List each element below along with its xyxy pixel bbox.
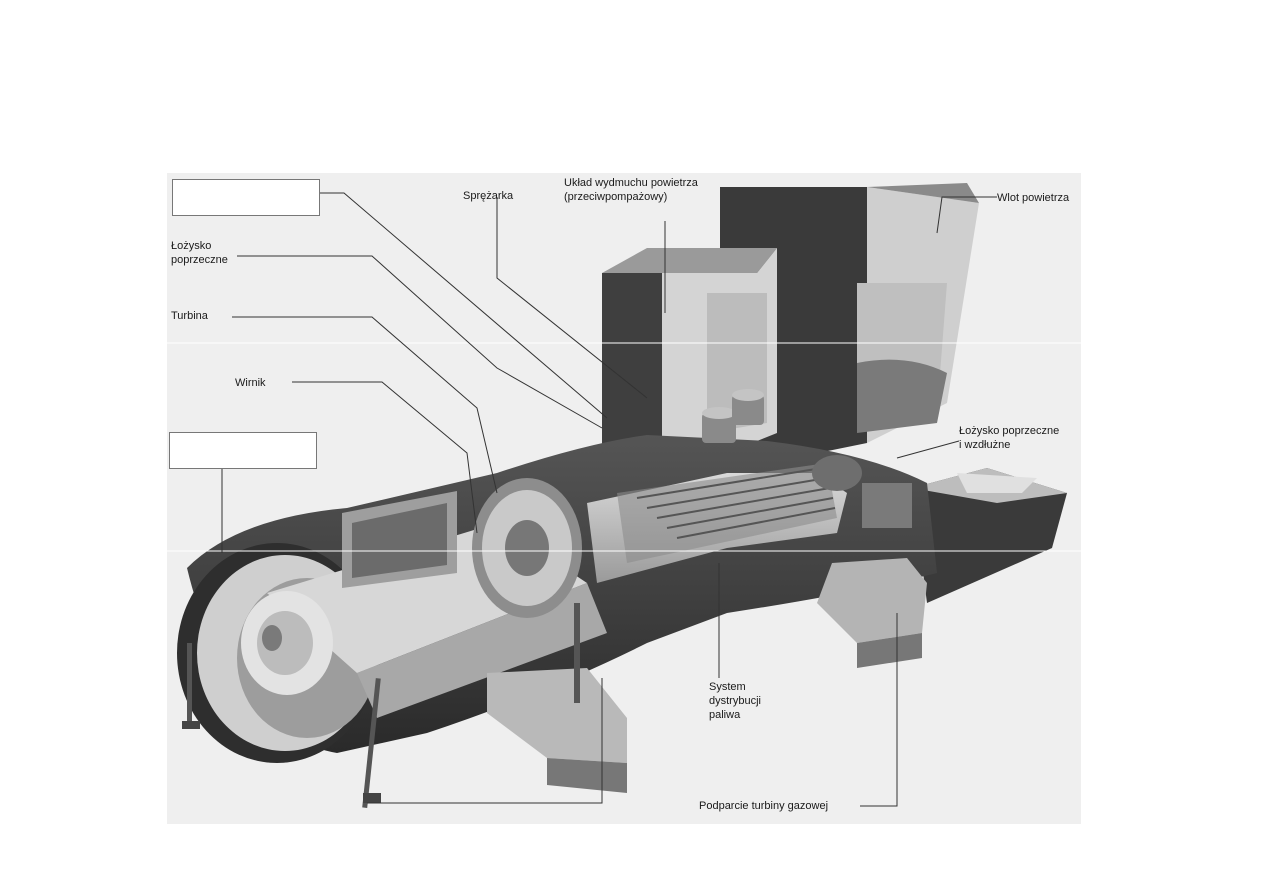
blank-label-box-top [172,179,320,216]
turbine-illustration [167,183,1081,808]
label-rotor: Wirnik [235,377,266,389]
label-gas-turbine-support: Podparcie turbiny gazowej [699,800,829,812]
compressor-rotor [587,463,847,583]
label-antisurge-exhaust: Układ wydmuchu powietrza (przeciwpompażo… [564,177,698,203]
exhaust-side-duct [912,468,1067,603]
turbine-blades [472,478,582,618]
blank-label-box-middle [169,432,317,469]
bearing-housings [702,389,912,528]
support-structures [182,558,927,808]
label-radial-thrust-bearing: Łożysko poprzeczne i wzdłużne [959,425,1060,451]
leader-lines [221,192,997,807]
gas-turbine-cutaway-diagram: Sprężarka Układ wydmuchu powietrza (prze… [167,173,1081,824]
label-turbine: Turbina [171,310,208,322]
label-air-inlet: Wlot powietrza [997,192,1070,204]
label-compressor: Sprężarka [463,190,514,202]
label-radial-bearing: Łożysko poprzeczne [171,240,228,266]
label-fuel-distribution-system: System dystrybucji paliwa [709,681,761,721]
